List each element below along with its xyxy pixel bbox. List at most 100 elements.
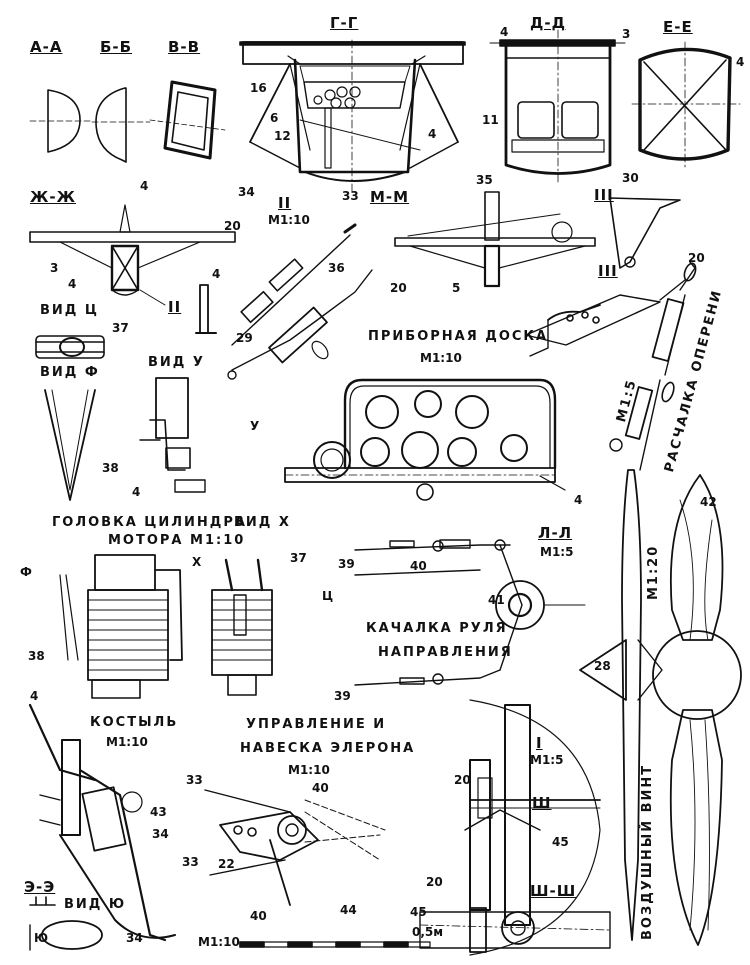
view-label-kh: ВИД Х	[234, 515, 291, 530]
section-label-ee2: Э-Э	[24, 878, 56, 896]
detail-label-iii: III	[598, 262, 618, 280]
section-bb-profile	[91, 87, 151, 163]
kost-scale: М1:10	[106, 735, 148, 749]
panel-scale: М1:10	[420, 351, 462, 365]
section-label-ll: Л-Л	[538, 524, 573, 542]
callout-20-sh: 20	[426, 875, 443, 889]
rudder-caption-1: КАЧАЛКА РУЛЯ	[366, 621, 508, 636]
section-dd-seats	[489, 29, 626, 186]
scale-label-i: М1:5	[530, 753, 564, 767]
callout-39-top: 39	[338, 557, 355, 571]
scale-bar-label-right: 0,5м	[412, 925, 444, 939]
callout-45-i: 45	[552, 835, 569, 849]
callout-4-ee: 4	[736, 55, 745, 69]
callout-33-b: 33	[182, 855, 199, 869]
upr-scale: М1:10	[288, 763, 330, 777]
view-arrow-u: У	[250, 419, 260, 433]
callout-45-sh: 45	[410, 905, 427, 919]
tail-bracing-turnbuckle	[609, 261, 697, 471]
section-label-gg: Г-Г	[330, 14, 359, 32]
section-mm	[394, 191, 596, 288]
prop-caption: ВОЗДУШНЫЙ ВИНТ	[640, 763, 655, 940]
view-label-ts: ВИД Ц	[40, 303, 99, 318]
view-arrow-f: Ф	[20, 565, 32, 579]
callout-5: 5	[452, 281, 461, 295]
callout-38-eng: 38	[28, 649, 45, 663]
view-arrow-kh: Х	[192, 555, 202, 569]
callout-29: 29	[236, 331, 253, 345]
callout-37-ts: 37	[112, 321, 129, 335]
view-u-cylinder	[139, 377, 206, 493]
callout-11: 11	[482, 113, 499, 127]
callout-4-kost: 4	[30, 689, 39, 703]
instrument-panel	[284, 378, 566, 501]
detail-ii-strut	[195, 223, 373, 380]
section-shsh	[419, 907, 611, 953]
detail-label-i: I	[536, 734, 543, 752]
section-label-dd: Д-Д	[530, 14, 566, 32]
callout-3-zh: 3	[50, 261, 59, 275]
callout-33-gg: 33	[342, 189, 359, 203]
view-label-f: ВИД Ф	[40, 365, 100, 380]
callout-22: 22	[218, 857, 235, 871]
callout-36: 36	[328, 261, 345, 275]
callout-12: 12	[274, 129, 291, 143]
aileron-control	[204, 789, 386, 906]
detail-label-iii-top: III	[594, 186, 614, 204]
callout-4-head: 4	[132, 485, 141, 499]
detail-marker-ii: II	[168, 298, 182, 316]
engine-view-kh	[211, 558, 273, 696]
section-ee-frame	[631, 41, 741, 171]
kost-caption: КОСТЫЛЬ	[90, 715, 179, 730]
callout-4-panel: 4	[574, 493, 583, 507]
detail-i-wing-joint	[464, 699, 601, 956]
scale-bar	[239, 941, 431, 948]
prop-scale: М1:20	[646, 544, 661, 600]
callout-35: 35	[476, 173, 493, 187]
callout-20-zh: 20	[224, 219, 241, 233]
section-label-ee: Е-Е	[663, 18, 693, 36]
callout-40-top: 40	[410, 559, 427, 573]
view-arrow-yu: Ю	[34, 931, 49, 945]
callout-4-vv: 4	[140, 179, 149, 193]
callout-44: 44	[340, 903, 357, 917]
upr-caption-2: НАВЕСКА ЭЛЕРОНА	[240, 741, 416, 756]
callout-39-bot: 39	[334, 689, 351, 703]
scale-bar-label-left: М1:10	[198, 935, 240, 949]
callout-20-mm: 20	[390, 281, 407, 295]
callout-40-b: 40	[250, 909, 267, 923]
callout-20-iii: 20	[688, 251, 705, 265]
callout-4-arm: 4	[212, 267, 221, 281]
head-caption-2: МОТОРА М1:10	[108, 533, 246, 548]
propeller-front	[652, 474, 742, 946]
section-gg-cabin	[239, 39, 466, 196]
section-label-vv: В-В	[168, 38, 201, 56]
panel-title: ПРИБОРНАЯ ДОСКА	[368, 329, 549, 344]
callout-42: 42	[700, 495, 717, 509]
callout-40-a: 40	[312, 781, 329, 795]
section-label-bb: Б-Б	[100, 38, 133, 56]
view-ts-cowl	[35, 335, 105, 359]
scale-label-ii: М1:10	[268, 213, 310, 227]
callout-33-a: 33	[186, 773, 203, 787]
upr-caption-1: УПРАВЛЕНИЕ И	[246, 717, 387, 732]
view-label-u: ВИД У	[148, 355, 205, 370]
callout-28: 28	[594, 659, 611, 673]
section-aa-profile	[29, 89, 91, 153]
section-zhzh	[29, 204, 236, 306]
callout-38-f: 38	[102, 461, 119, 475]
detail-iii-fitting	[525, 197, 686, 357]
callout-4-zh: 4	[68, 277, 77, 291]
head-caption-1: ГОЛОВКА ЦИЛИНДРА	[52, 515, 247, 530]
callout-43: 43	[150, 805, 167, 819]
tailskid	[28, 703, 176, 942]
detail-label-ii: II	[278, 194, 292, 212]
view-f-fork	[44, 389, 96, 501]
section-vv-frame	[149, 80, 226, 160]
scale-label-ll: М1:5	[540, 545, 574, 559]
callout-16: 16	[250, 81, 267, 95]
view-arrow-ts: Ц	[322, 589, 334, 603]
callout-34-bot: 34	[126, 931, 143, 945]
